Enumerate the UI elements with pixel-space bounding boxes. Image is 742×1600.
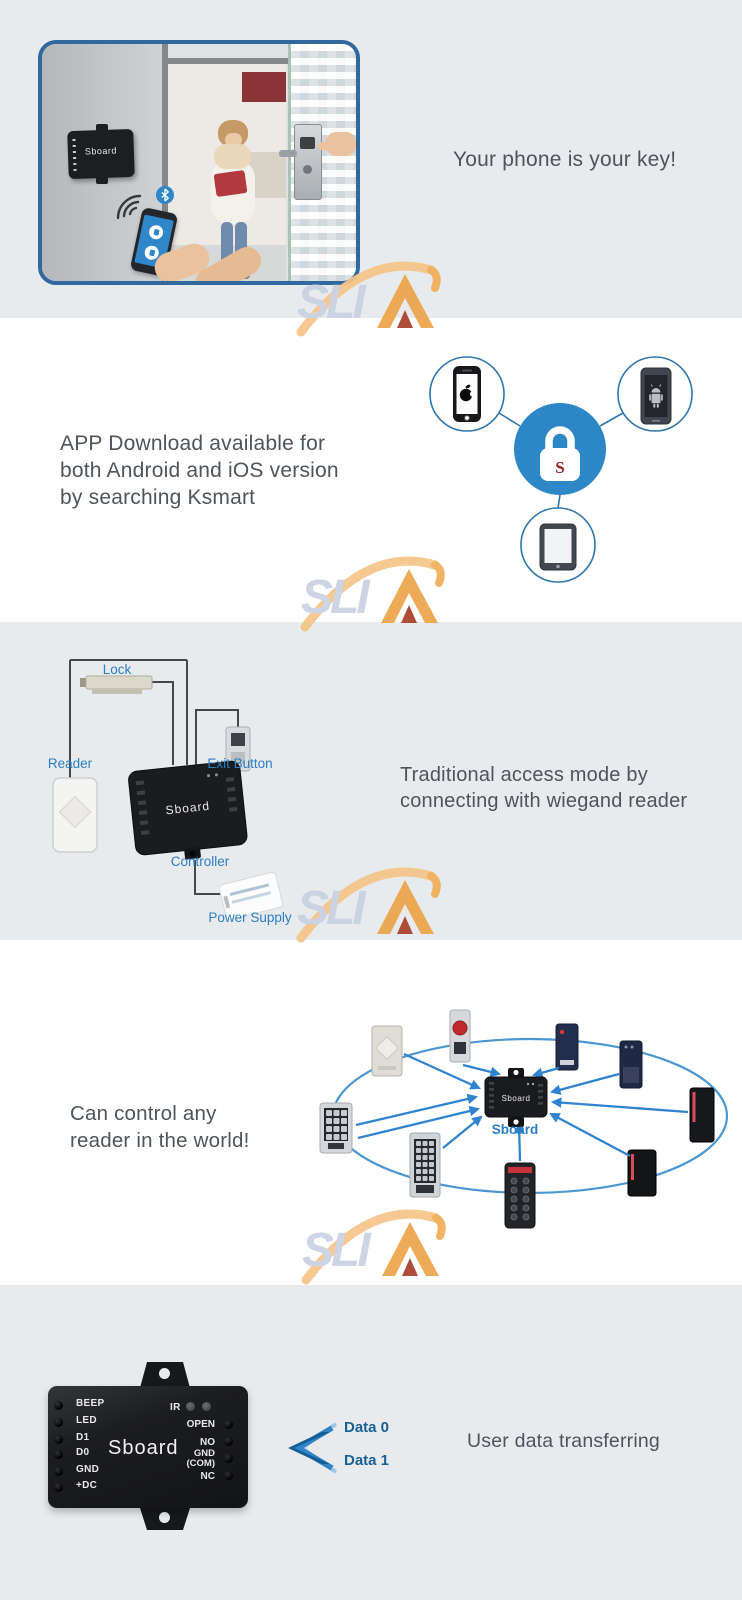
power-supply-label: Power Supply — [208, 910, 292, 925]
reader-node-navy-top — [555, 1023, 579, 1071]
controller-label: Controller — [170, 854, 230, 869]
door-frame — [162, 44, 168, 281]
terminal-hole — [54, 1450, 63, 1459]
device-label: Sboard — [165, 799, 211, 818]
lock-cylinder — [303, 165, 312, 174]
reader-node-keypad-left — [319, 1102, 353, 1154]
headline-line: both Android and iOS version — [60, 459, 339, 482]
reader-node-keypad-bottom-left — [409, 1132, 441, 1198]
reader-node-black-far-right — [689, 1087, 715, 1143]
reader-ring-diagram: Sboard — [319, 1009, 729, 1229]
apple-phone-node — [429, 356, 505, 432]
app-download-headline: APP Download available for both Android … — [60, 430, 339, 511]
lock-hub-node: S — [514, 403, 606, 495]
center-controller: Sboard — [484, 1068, 548, 1127]
headline-line: connecting with wiegand reader — [400, 790, 688, 812]
pin-label-nc: NC — [200, 1471, 215, 1482]
power-supply-device — [218, 871, 284, 921]
reader-node-keypad-bottom — [504, 1162, 536, 1229]
headline-line: Can control any — [70, 1102, 217, 1125]
headline-line: reader in the world! — [70, 1129, 250, 1152]
device-label: Sboard — [502, 1094, 531, 1103]
terminal-hole — [224, 1437, 233, 1446]
wires — [69, 659, 239, 895]
mount-hole — [159, 1512, 170, 1523]
controller-device: Sboard — [128, 760, 248, 860]
door-lintel — [162, 58, 290, 64]
terminal-hole — [54, 1401, 63, 1410]
controller-photo — [48, 1386, 248, 1508]
terminal-hole — [54, 1483, 63, 1492]
pin-label-gnd-com: GND (COM) — [186, 1448, 216, 1469]
reader-node-exit-button — [449, 1009, 471, 1063]
door-handle — [279, 150, 297, 157]
door-lock-case — [294, 124, 322, 200]
pin-label-no: NO — [200, 1437, 215, 1448]
terminal-hole — [224, 1420, 233, 1429]
any-reader-headline: Can control any reader in the world! — [70, 1100, 249, 1154]
pin-label-d0: D0 — [76, 1447, 90, 1458]
headline-line: APP Download available for — [60, 432, 326, 455]
device-label: Sboard — [84, 145, 118, 157]
bluetooth-icon — [156, 186, 174, 204]
mount-tab — [96, 177, 108, 184]
terminal-hole — [54, 1467, 63, 1476]
terminal-hole — [224, 1471, 233, 1480]
signal-waves-icon — [116, 194, 142, 220]
inward-arrows — [355, 1052, 689, 1162]
hand-fingers — [318, 142, 332, 150]
terminal-hole — [54, 1418, 63, 1427]
red-cabinet — [242, 72, 286, 102]
connector-lines — [498, 412, 624, 509]
mount-tab — [96, 124, 108, 131]
maglock-device — [80, 675, 153, 694]
pin-label-dc: +DC — [76, 1480, 98, 1491]
pin-label-gnd: GND — [76, 1464, 100, 1475]
wiring-diagram: Sboard — [52, 659, 284, 921]
lock-app-button — [147, 223, 165, 241]
reader-node-diamond — [371, 1025, 403, 1077]
reader-node-navy-right — [619, 1040, 643, 1089]
hero-photo-card: Sboard — [38, 40, 360, 285]
mount-hole — [159, 1368, 170, 1379]
pin-label-open: OPEN — [186, 1419, 215, 1430]
ir-sensor-dot — [186, 1402, 195, 1411]
lock-window — [300, 137, 315, 149]
traditional-headline: Traditional access mode by connecting wi… — [400, 762, 687, 814]
data-transfer-headline: User data transferring — [467, 1430, 660, 1452]
woman-face — [225, 133, 242, 147]
ir-sensor-dot — [202, 1402, 211, 1411]
padlock-icon: S — [540, 426, 580, 481]
chevron-arrow-icon — [288, 1422, 338, 1474]
exit-button-label: Exit Button — [207, 756, 273, 771]
data0-label: Data 0 — [344, 1419, 390, 1436]
android-phone-node — [617, 356, 693, 432]
device-label: Sboard — [108, 1437, 179, 1459]
reader-label: Reader — [47, 756, 93, 771]
lock-label: Lock — [102, 662, 132, 677]
pin-label-ir: IR — [170, 1402, 181, 1413]
data1-label: Data 1 — [344, 1452, 390, 1469]
pin-label-beep: BEEP — [76, 1398, 105, 1409]
woman-scarf — [214, 144, 251, 169]
android-robot-icon — [649, 384, 663, 408]
pin-label-d1: D1 — [76, 1432, 90, 1443]
terminal-hole — [54, 1435, 63, 1444]
center-caption: Sboard — [491, 1122, 539, 1137]
reader-node-black-bottom-right — [627, 1149, 657, 1197]
red-book — [213, 169, 248, 198]
apple-logo-icon — [459, 384, 476, 402]
terminal-hole — [224, 1454, 233, 1463]
lock-letter: S — [555, 458, 564, 477]
card-reader-device — [52, 777, 98, 853]
headline-line: Traditional access mode by — [400, 764, 648, 786]
exit-button-device — [225, 726, 251, 772]
pin-label-led: LED — [76, 1415, 97, 1426]
tablet-node — [520, 507, 596, 583]
sboard-wall-device: Sboard — [67, 128, 135, 180]
headline-line: by searching Ksmart — [60, 486, 256, 509]
app-network-diagram: S — [429, 356, 693, 583]
phone-key-headline: Your phone is your key! — [453, 148, 677, 171]
